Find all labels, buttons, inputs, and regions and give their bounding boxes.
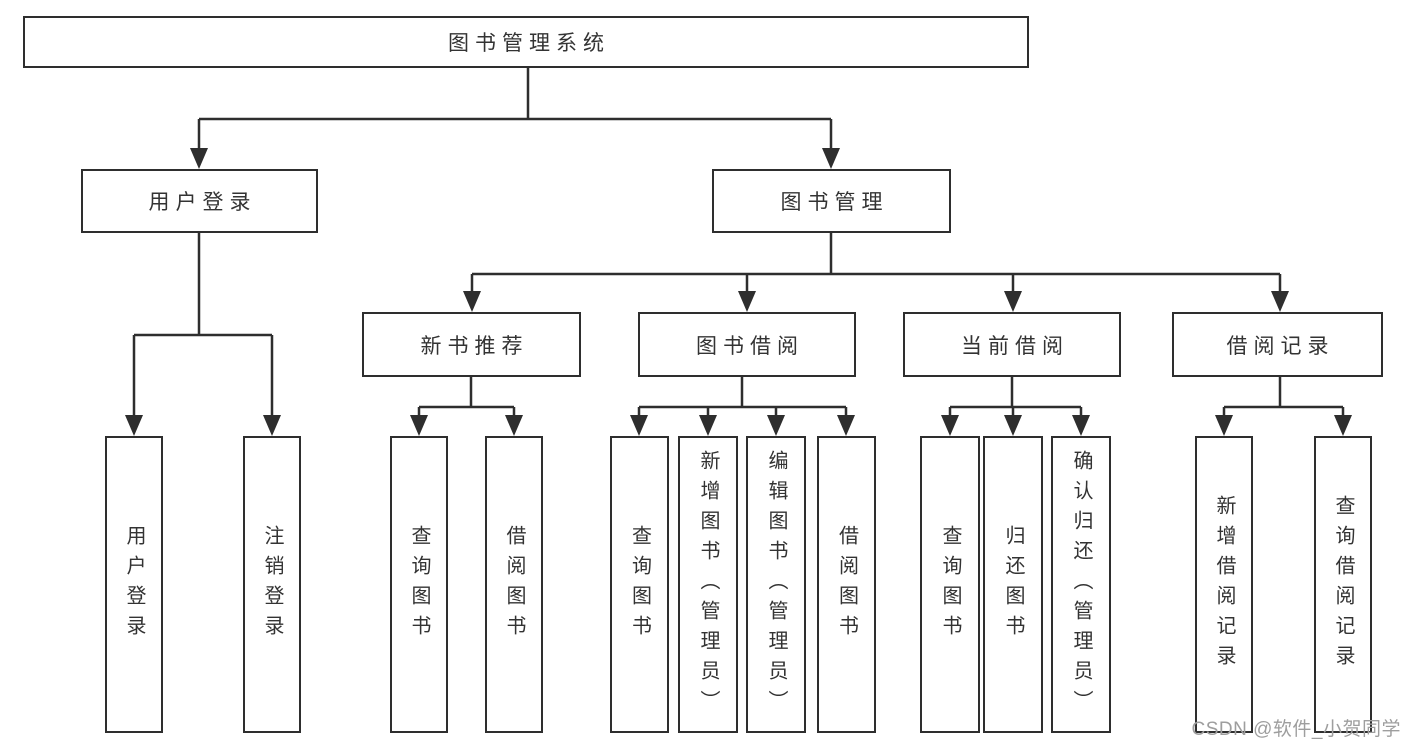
node-borrowing-records: 借阅记录 [1172, 312, 1383, 377]
node-new-book-recommend: 新书推荐 [362, 312, 581, 377]
leaf-logout: 注销登录 [243, 436, 301, 733]
leaf-query-books-borrow: 查询图书 [610, 436, 669, 733]
leaf-label: 确认归还（管理员） [1070, 449, 1092, 720]
leaf-label: 查询图书 [939, 524, 961, 645]
leaf-borrow-books-recommend: 借阅图书 [485, 436, 543, 733]
node-label: 借阅记录 [1226, 334, 1335, 358]
node-current-borrowing: 当前借阅 [903, 312, 1121, 377]
leaf-label: 归还图书 [1002, 524, 1024, 645]
leaf-label: 借阅图书 [835, 524, 858, 645]
leaf-user-login: 用户登录 [105, 436, 163, 733]
leaf-query-books-recommend: 查询图书 [390, 436, 448, 733]
arrowhead-icon [125, 148, 1352, 436]
leaf-label: 新增借阅记录 [1213, 494, 1235, 675]
node-book-borrowing: 图书借阅 [638, 312, 856, 377]
connector-path [132, 68, 1345, 418]
leaf-label: 查询图书 [628, 524, 651, 645]
leaf-edit-book-admin: 编辑图书（管理员） [746, 436, 806, 733]
leaf-label: 编辑图书（管理员） [765, 449, 787, 720]
leaf-label: 新增图书（管理员） [697, 449, 719, 720]
node-label: 当前借阅 [961, 334, 1069, 358]
node-label: 图书借阅 [696, 334, 804, 358]
leaf-label: 借阅图书 [503, 524, 525, 645]
leaf-label: 查询图书 [408, 524, 430, 645]
watermark: CSDN @软件_小贺同学 [1191, 719, 1401, 740]
node-book-management: 图书管理 [712, 169, 951, 233]
node-label: 新书推荐 [420, 334, 529, 358]
leaf-add-borrow-record: 新增借阅记录 [1195, 436, 1253, 733]
leaf-confirm-return-admin: 确认归还（管理员） [1051, 436, 1111, 733]
leaf-query-books-current: 查询图书 [920, 436, 980, 733]
leaf-return-books: 归还图书 [983, 436, 1043, 733]
node-label: 用户登录 [148, 191, 257, 214]
leaf-query-borrow-record: 查询借阅记录 [1314, 436, 1372, 733]
node-label: 图书管理 [780, 191, 889, 214]
leaf-borrow-books: 借阅图书 [817, 436, 876, 733]
node-label: 图书管理系统 [448, 32, 610, 55]
node-user-login: 用户登录 [81, 169, 318, 233]
node-library-system: 图书管理系统 [23, 16, 1029, 68]
leaf-add-book-admin: 新增图书（管理员） [678, 436, 738, 733]
leaf-label: 查询借阅记录 [1332, 494, 1354, 675]
leaf-label: 用户登录 [123, 524, 145, 645]
leaf-label: 注销登录 [261, 524, 283, 645]
